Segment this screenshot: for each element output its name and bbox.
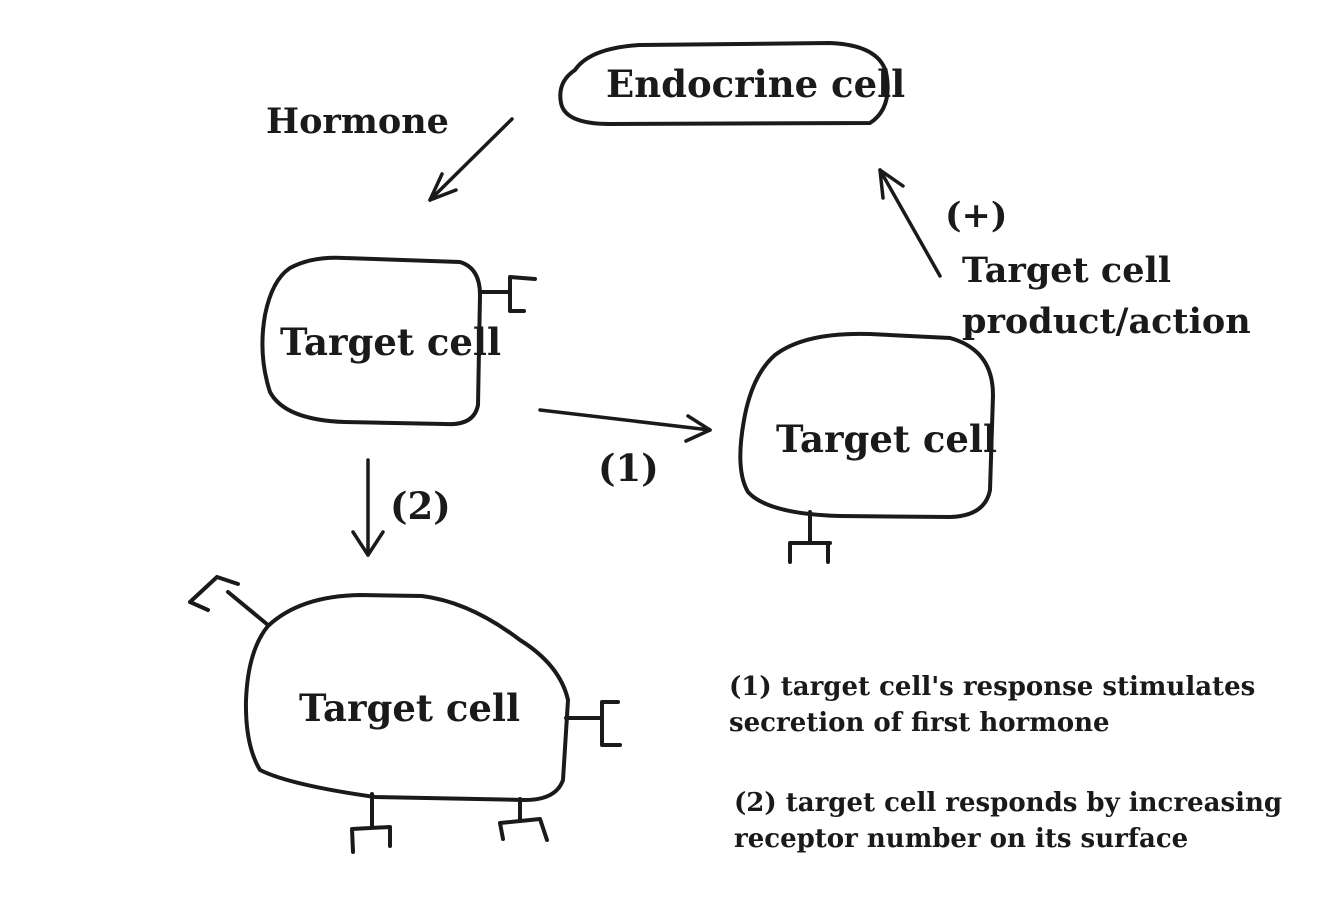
endocrine-cell-label: Endocrine cell [606, 62, 906, 106]
hormone-label: Hormone [266, 101, 449, 142]
legend-note-2: (2) target cell responds by increasing r… [734, 785, 1282, 857]
receptor-bottom-mid [498, 797, 549, 842]
arrow-step-2-head [351, 530, 385, 557]
receptor-bottom-left [350, 792, 392, 854]
receptor-bottom-right [564, 700, 622, 747]
target-cell-right-shape [738, 331, 995, 519]
receptor-right-bottom [788, 510, 832, 564]
plus-label: (+) [945, 195, 1008, 236]
feedback-arrow [878, 168, 942, 278]
target-product-label-line2: product/action [962, 301, 1251, 342]
receptor-bottom-topleft [188, 575, 270, 627]
receptor-top-right [478, 275, 537, 313]
legend-note-2-line2: receptor number on its surface [734, 824, 1189, 854]
target-cell-top-shape [260, 255, 482, 427]
legend-note-1-line1: (1) target cell's response stimulates [729, 672, 1256, 702]
step-1-label: (1) [598, 446, 659, 490]
target-cell-top-label: Target cell [280, 320, 502, 364]
arrow-step-1 [538, 408, 712, 432]
endocrine-cell-shape [558, 41, 890, 126]
hormone-arrow [428, 117, 514, 202]
feedback-arrowhead [878, 168, 905, 200]
target-cell-bottom-label: Target cell [299, 686, 521, 730]
legend-note-1-line2: secretion of first hormone [729, 708, 1110, 738]
target-cell-right-label: Target cell [776, 417, 998, 461]
legend-note-2-line1: (2) target cell responds by increasing [734, 788, 1283, 818]
legend-note-1: (1) target cell's response stimulates se… [729, 669, 1255, 741]
step-2-label: (2) [390, 484, 451, 528]
hormone-arrowhead [428, 172, 458, 202]
target-product-label-line1: Target cell [962, 250, 1172, 291]
target-cell-bottom-shape [243, 593, 570, 802]
arrow-step-1-head [684, 414, 712, 443]
